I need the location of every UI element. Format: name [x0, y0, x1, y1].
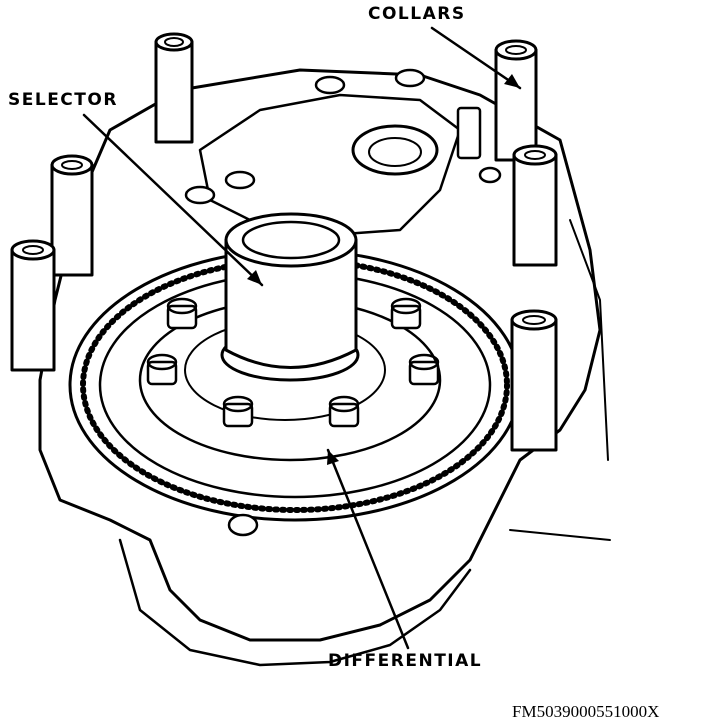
bolt: [328, 395, 360, 428]
selector-sleeve: [220, 212, 360, 382]
collars-arrowhead: [504, 74, 520, 88]
figure-id: FM5039000551000X: [512, 702, 660, 721]
differential-leader: [326, 448, 410, 650]
collar: [494, 39, 538, 162]
bolt: [146, 353, 178, 386]
bearing-bore: [351, 124, 439, 176]
collar: [10, 239, 56, 372]
bolt: [166, 297, 198, 330]
right-edge: [569, 219, 609, 461]
bolt: [222, 395, 254, 428]
lower-housing: [118, 538, 472, 667]
case-bolts: [184, 68, 502, 537]
upper-flange: [198, 93, 462, 237]
collars-leader: [430, 26, 522, 90]
collar: [510, 309, 558, 452]
ring-gear-bolts: [146, 297, 440, 428]
differential-arrowhead: [327, 450, 339, 465]
collar: [512, 144, 558, 267]
collar: [154, 32, 194, 144]
selector-label: SELECTOR: [8, 90, 118, 110]
collars-label: COLLARS: [368, 4, 466, 24]
collars: [10, 32, 558, 452]
selector-leader: [82, 113, 264, 287]
bearing-bore-inner: [368, 137, 422, 167]
differential-label: DIFFERENTIAL: [328, 651, 483, 671]
selector-arrowhead: [247, 270, 262, 285]
bolt: [390, 297, 422, 330]
collar: [50, 154, 94, 277]
side-edge-line: [509, 529, 611, 541]
bolt: [408, 353, 440, 386]
